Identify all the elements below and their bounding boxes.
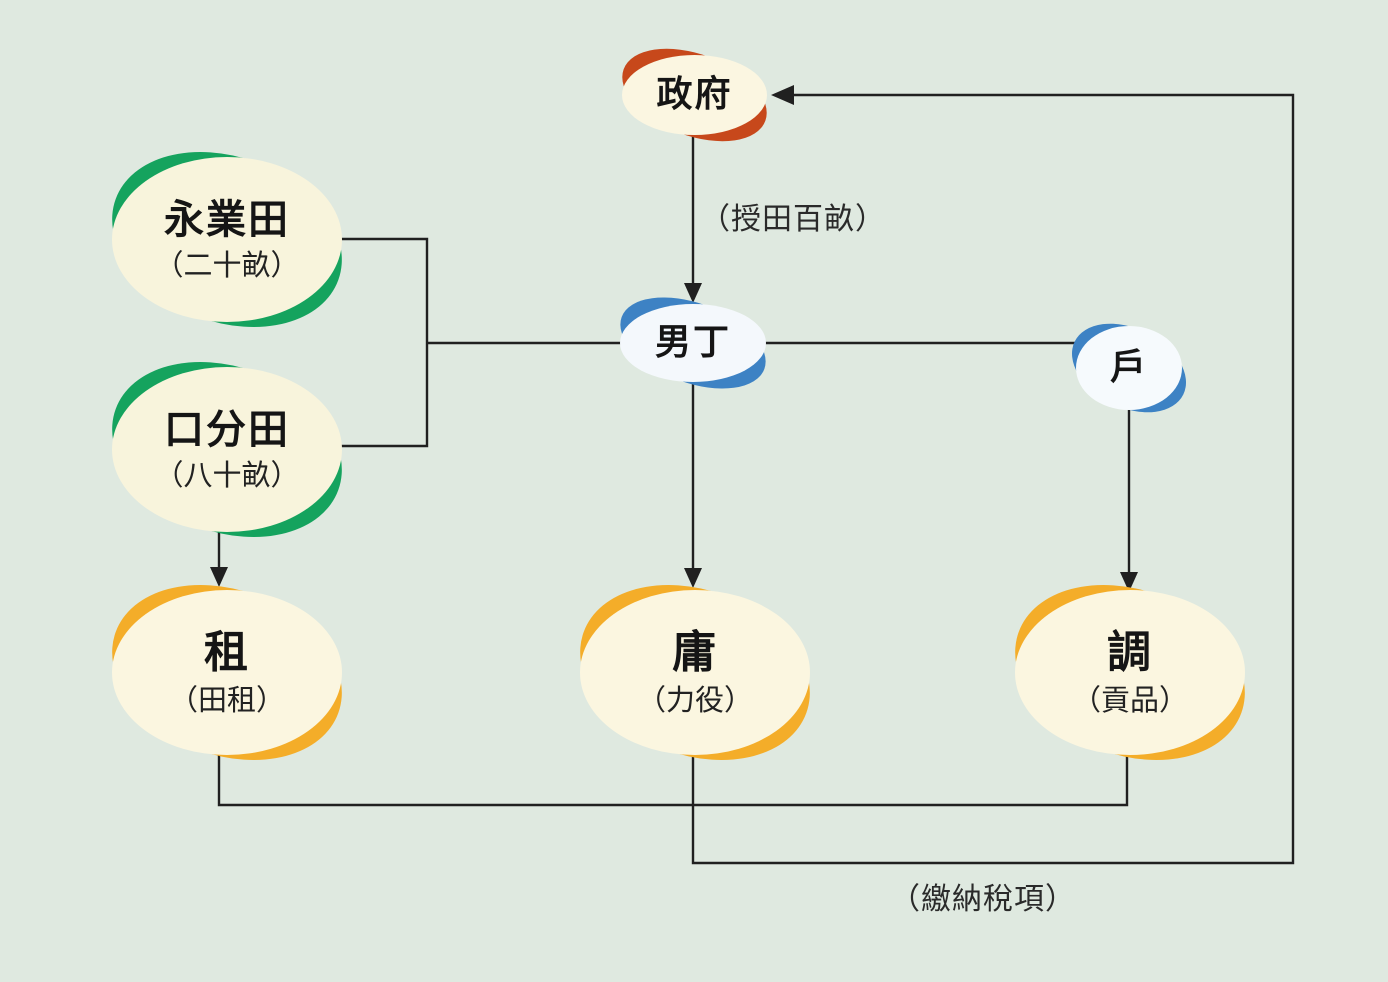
node-koufen-field: 口分田 （八十畝） [87,331,367,568]
pay-taxes-label: （繳納稅項） [890,882,1076,917]
node-government: 政府 [609,30,780,160]
diao-ellipse [1015,590,1245,755]
arrowhead-into-government [771,85,794,105]
koufen-label: 口分田 [164,406,290,453]
edge-fields-bracket [336,237,429,448]
yong-label: 庸 [672,627,718,679]
node-male-adult: 男丁 [608,279,778,407]
government-ellipse [622,55,767,135]
zu-sublabel: （田租） [168,683,285,718]
zu-label: 租 [204,627,250,679]
yongye-label: 永業田 [164,196,290,243]
yong-ellipse [580,590,810,755]
diao-label: 調 [1107,627,1153,679]
diao-sublabel: （貢品） [1071,683,1188,718]
node-household: 戶 [1057,306,1201,430]
yongye-sublabel: （二十畝） [154,247,300,282]
grant-land-label: （授田百畝） [700,202,886,237]
arrowhead-into-zu [210,567,228,587]
yongye-ellipse [112,157,342,322]
node-yongye-field: 永業田 （二十畝） [87,121,367,358]
koufen-sublabel: （八十畝） [154,457,300,492]
arrowhead-into-male [684,283,702,303]
koufen-ellipse [112,367,342,532]
zu-ellipse [112,590,342,755]
household-ellipse [1076,326,1182,410]
government-label: 政府 [656,73,733,115]
yong-sublabel: （力役） [636,683,753,718]
edge-zu-diao-join [217,746,1129,807]
node-yong-labour: 庸 （力役） [555,554,835,791]
edge-taxes-return-to-government [691,93,1295,865]
arrowhead-into-diao [1120,572,1138,592]
arrowhead-into-yong [684,568,702,588]
male-adult-ellipse [620,304,766,382]
node-zu-rent: 租 （田租） [87,554,367,791]
male-adult-label: 男丁 [654,321,731,363]
household-label: 戶 [1109,346,1148,388]
node-diao-tribute: 調 （貢品） [990,554,1270,791]
